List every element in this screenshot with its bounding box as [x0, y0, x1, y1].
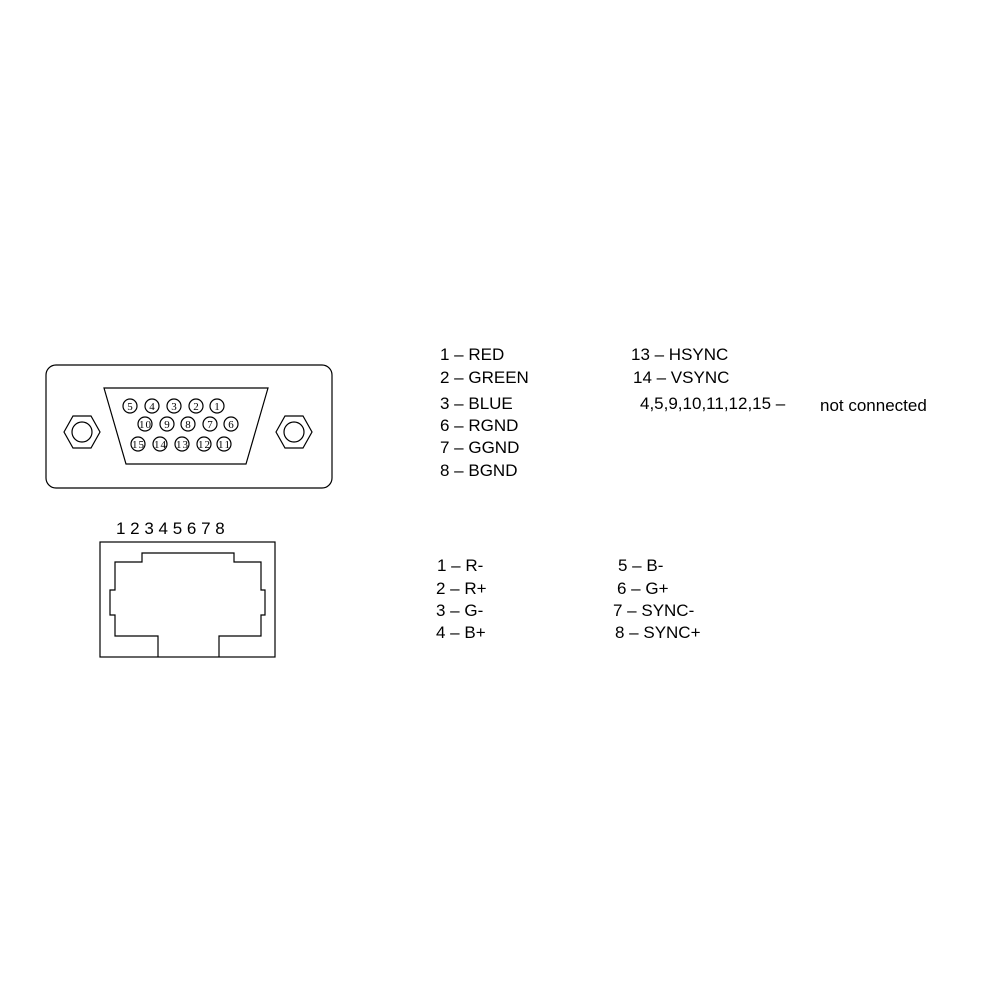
pinout-label: 8 – BGND	[440, 461, 517, 480]
vga-pin	[130, 436, 146, 452]
vga-pin-number: 8	[185, 419, 191, 431]
pinout-label: 7 – SYNC-	[613, 601, 694, 620]
vga-pin	[209, 398, 225, 414]
pinout-label: 6 – RGND	[440, 416, 518, 435]
vga-pin	[196, 436, 212, 452]
vga-pin-number: 14	[154, 439, 167, 451]
vga-pin	[144, 398, 160, 414]
rj45-jack-outline	[109, 552, 266, 657]
vga-pin-number: 3	[171, 401, 177, 413]
rj45-connector: 1 2 3 4 5 6 7 8	[99, 519, 276, 658]
vga-pin-number: 4	[149, 401, 155, 413]
vga-pin	[122, 398, 138, 414]
vga-pinout-left: 1 – RED 2 – GREEN 3 – BLUE 6 – RGND 7 – …	[440, 345, 529, 480]
pinout-label: 2 – R+	[436, 579, 487, 598]
pinout-label: 3 – G-	[436, 601, 483, 620]
vga-pin	[223, 416, 239, 432]
screw-right-icon	[275, 415, 313, 449]
vga-pin	[137, 416, 153, 432]
vga-pin-number: 9	[164, 419, 170, 431]
rj45-pinout-right: 5 – B- 6 – G+ 7 – SYNC- 8 – SYNC+	[613, 556, 701, 642]
vga-pin	[188, 398, 204, 414]
vga-pin-number: 2	[193, 401, 199, 413]
vga-pin-number: 7	[207, 419, 213, 431]
rj45-pin-numbers: 1 2 3 4 5 6 7 8	[116, 519, 225, 538]
vga-pins: 5 4 3 2 1 10 9 8 7 6 15 14 13 12 11	[122, 398, 239, 452]
vga-pin-number: 12	[198, 439, 210, 451]
vga-pin	[180, 416, 196, 432]
vga-pin-number: 11	[218, 439, 230, 451]
vga-pin	[174, 436, 190, 452]
vga-d-sub	[103, 387, 269, 465]
vga-pin-number: 13	[176, 439, 189, 451]
vga-pin-number: 1	[214, 401, 220, 413]
vga-pin-number: 15	[132, 439, 145, 451]
not-connected-label: not connected	[820, 396, 927, 415]
pinout-label: 6 – G+	[617, 579, 669, 598]
pinout-label: 1 – R-	[437, 556, 483, 575]
pinout-label: 4,5,9,10,11,12,15 –	[640, 394, 786, 413]
pinout-label: 14 – VSYNC	[633, 368, 729, 387]
vga-pin	[216, 436, 232, 452]
pinout-label: 8 – SYNC+	[615, 623, 701, 642]
pinout-label: 2 – GREEN	[440, 368, 529, 387]
pinout-label: 1 – RED	[440, 345, 504, 364]
vga-connector: 5 4 3 2 1 10 9 8 7 6 15 14 13 12 11	[45, 364, 333, 489]
vga-pin-number: 6	[228, 419, 234, 431]
vga-pin-number: 10	[139, 419, 152, 431]
vga-pin	[202, 416, 218, 432]
vga-shell	[45, 364, 333, 489]
pinout-label: 13 – HSYNC	[631, 345, 728, 364]
vga-pin-number: 5	[127, 401, 133, 413]
screw-left-icon	[63, 415, 101, 449]
vga-pinout-right: 13 – HSYNC 14 – VSYNC 4,5,9,10,11,12,15 …	[631, 345, 927, 415]
vga-pin	[166, 398, 182, 414]
pinout-label: 5 – B-	[618, 556, 663, 575]
vga-pin	[159, 416, 175, 432]
rj45-pinout-left: 1 – R- 2 – R+ 3 – G- 4 – B+	[436, 556, 487, 642]
pinout-label: 4 – B+	[436, 623, 486, 642]
rj45-shell	[99, 541, 276, 658]
pinout-label: 7 – GGND	[440, 438, 519, 457]
pinout-label: 3 – BLUE	[440, 394, 513, 413]
vga-pin	[152, 436, 168, 452]
